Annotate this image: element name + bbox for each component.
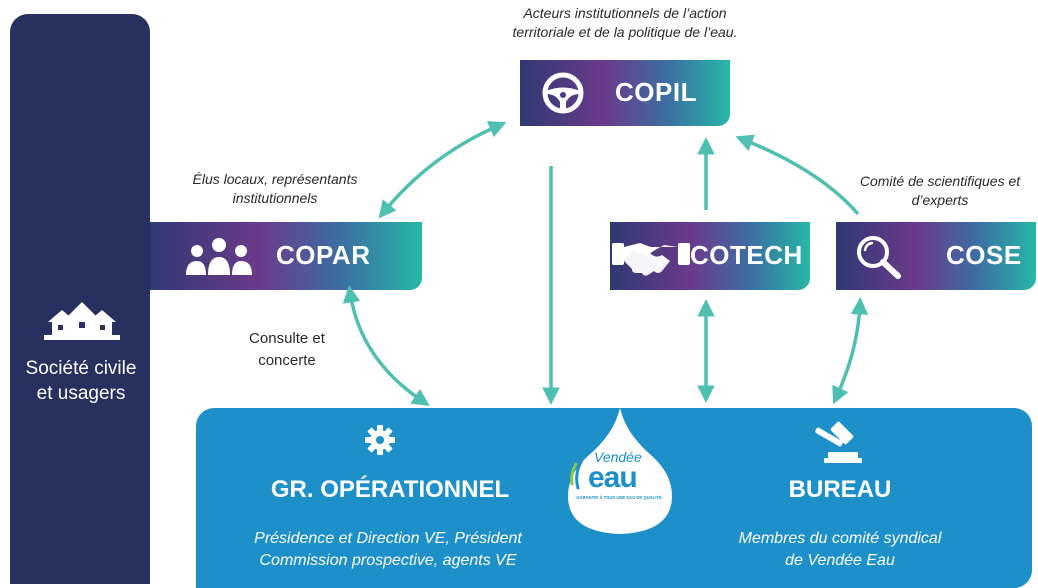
gr-operationnel-description: Présidence et Direction VE, Président Co… [254,530,522,569]
copar-caption: Élus locaux, représentants institutionne… [192,171,358,206]
arrow-copar-copil [378,121,507,219]
logo-line2: eau [588,461,638,494]
arrow-cose-bottom [832,297,869,405]
logo-line1: Vendée [594,449,642,465]
logo-tagline: GARANTIR À TOUS UNE EAU DE QUALITÉ [576,495,662,500]
gear-icon [365,425,395,455]
cotech-label: COTECH [690,240,803,270]
steering-wheel-icon [542,72,584,114]
cose-box: COSE [836,222,1036,290]
arrow-cose-copil [735,134,860,216]
vendee-eau-logo [568,408,672,534]
civil-society-panel [10,14,150,584]
civil-society-label: Société civile et usagers [25,358,137,404]
bureau-description: Membres du comité syndical de Vendée Eau [738,530,942,569]
copar-box: COPAR [150,222,422,290]
handshake-icon [612,243,690,276]
houses-icon [44,302,120,340]
cotech-box: COTECH [610,222,810,290]
gavel-icon [815,421,862,463]
group-people-icon [186,238,252,275]
copil-label: COPIL [615,77,697,107]
copil-caption: Acteurs institutionnels de l’action terr… [512,5,738,40]
bureau-title: BUREAU [788,476,892,503]
cose-label: COSE [946,240,1022,270]
arrow-copar-bottom [342,285,430,406]
consulte-caption: Consulte et concerte [249,330,325,369]
copar-label: COPAR [276,240,371,270]
magnifier-icon [857,236,901,279]
copil-box: COPIL [520,60,730,126]
gr-operationnel-title: GR. OPÉRATIONNEL [270,476,510,503]
cose-caption: Comité de scientifiques et d’experts [859,173,1021,208]
